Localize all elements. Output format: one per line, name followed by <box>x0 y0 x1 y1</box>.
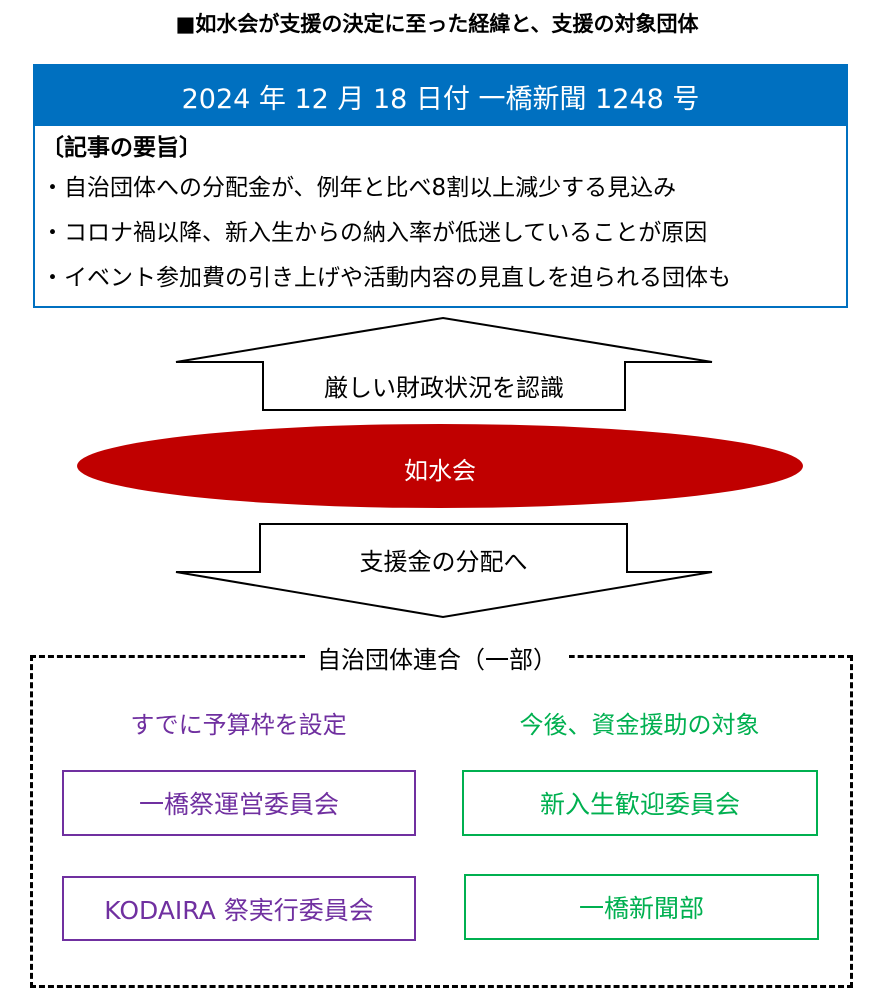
josuikai-ellipse <box>77 424 803 508</box>
up-arrow <box>175 316 713 411</box>
down-arrow-label: 支援金の分配へ <box>359 548 528 576</box>
diagram-title: ■如水会が支援の決定に至った経緯と、支援の対象団体 <box>175 12 699 36</box>
summary-point: ・コロナ禍以降、新入生からの納入率が低迷していることが原因 <box>41 220 708 246</box>
article-summary-box: 2024 年 12 月 18 日付 一橋新聞 1248 号 〔記事の要旨〕 ・自… <box>33 64 848 308</box>
group-label: 自治団体連合（一部） <box>305 646 569 674</box>
summary-point: ・イベント参加費の引き上げや活動内容の見直しを迫られる団体も <box>41 265 731 291</box>
org-box: KODAIRA 祭実行委員会 <box>62 876 416 941</box>
org-box: 新入生歓迎委員会 <box>462 770 818 836</box>
org-box: 一橋新聞部 <box>464 874 819 940</box>
up-arrow-label: 厳しい財政状況を認識 <box>324 374 564 402</box>
summary-heading: 〔記事の要旨〕 <box>41 135 202 161</box>
article-header: 2024 年 12 月 18 日付 一橋新聞 1248 号 <box>35 66 846 126</box>
org-box: 一橋祭運営委員会 <box>62 770 416 836</box>
left-heading: すでに予算枠を設定 <box>130 711 347 739</box>
summary-point: ・自治団体への分配金が、例年と比べ8割以上減少する見込み <box>41 175 677 201</box>
right-heading: 今後、資金援助の対象 <box>519 711 760 739</box>
center-label: 如水会 <box>404 457 476 485</box>
down-arrow <box>175 523 713 619</box>
